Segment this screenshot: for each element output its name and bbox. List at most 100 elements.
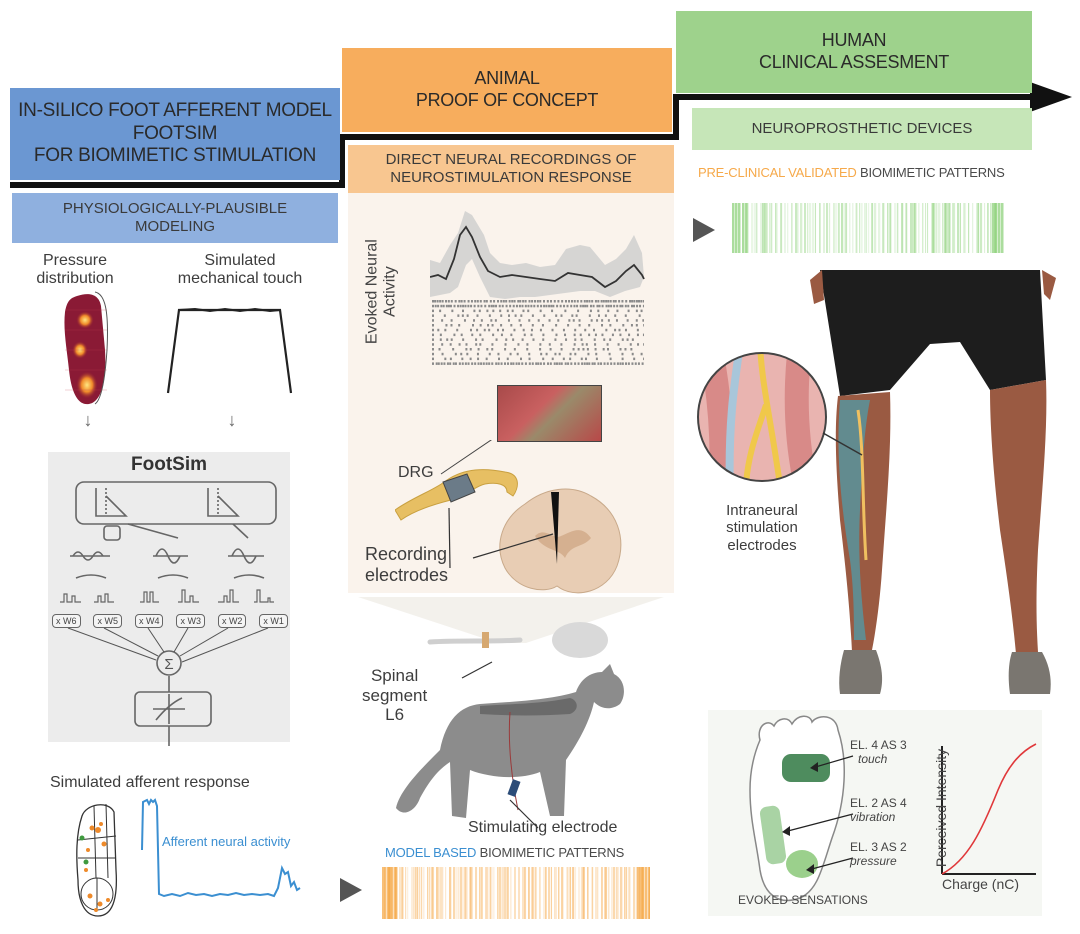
raster-spike xyxy=(603,362,606,365)
pattern-pulse xyxy=(567,867,569,919)
pattern-pulse xyxy=(405,867,407,919)
raster-spike xyxy=(512,338,515,341)
raster-spike xyxy=(605,328,608,332)
raster-spike xyxy=(630,304,633,308)
raster-spike xyxy=(616,304,619,308)
pattern-pulse xyxy=(1001,203,1004,253)
raster-spike xyxy=(633,300,636,303)
animal-title-line: PROOF OF CONCEPT xyxy=(415,90,599,110)
pattern-pulse xyxy=(978,203,980,253)
pattern-pulse xyxy=(497,867,499,919)
raster-spike xyxy=(579,304,582,308)
raster-spike xyxy=(631,352,634,356)
raster-spike xyxy=(450,319,453,322)
raster-spike xyxy=(465,343,468,346)
raster-spike xyxy=(621,362,624,365)
pattern-pulse xyxy=(637,867,640,919)
sensation-type: vibration xyxy=(850,810,896,825)
raster-spike xyxy=(432,343,434,346)
raster-spike xyxy=(491,324,494,327)
pattern-pulse xyxy=(490,867,492,919)
human-legs-illustration xyxy=(810,270,1056,694)
raster-spike xyxy=(461,357,464,361)
raster-spike xyxy=(487,324,490,327)
pattern-pulse xyxy=(878,203,881,253)
raster-spike xyxy=(638,314,641,317)
raster-spike xyxy=(545,352,548,356)
pattern-pulse xyxy=(882,203,885,253)
raster-spike xyxy=(637,343,640,346)
raster-spike xyxy=(625,362,628,365)
raster-spike xyxy=(456,328,459,332)
raster-spike xyxy=(605,300,608,303)
raster-spike xyxy=(483,328,486,332)
raster-spike xyxy=(551,357,554,361)
raster-spike xyxy=(432,328,434,332)
sensation-vibration-label: EL. 2 AS 4 vibration xyxy=(850,796,907,825)
sensation-touch-label: EL. 4 AS 3 touch xyxy=(850,738,907,767)
raster-spike xyxy=(439,338,442,341)
raster-spike xyxy=(582,348,585,351)
pattern-pulse xyxy=(543,867,546,919)
pattern-pulse xyxy=(419,867,421,919)
raster-spike xyxy=(502,328,505,332)
raster-spike xyxy=(537,362,540,365)
raster-spike xyxy=(507,362,510,365)
intraneural-electrodes-label: Intraneural stimulation electrodes xyxy=(707,502,817,554)
label-line: Simulated xyxy=(204,252,276,269)
pattern-pulse xyxy=(889,203,892,253)
pattern-pulse xyxy=(887,203,889,253)
raster-spike xyxy=(570,304,573,308)
pattern-pulse xyxy=(524,867,527,919)
raster-spike xyxy=(624,348,627,351)
mechanical-touch-label: Simulated mechanical touch xyxy=(155,252,325,289)
raster-spike xyxy=(528,352,531,356)
insilico-subtitle-line: PHYSIOLOGICALLY-PLAUSIBLE xyxy=(62,200,288,217)
raster-spike xyxy=(458,362,461,365)
raster-spike xyxy=(643,357,644,361)
raster-spike xyxy=(616,309,619,313)
raster-spike xyxy=(491,343,494,346)
pattern-pulse xyxy=(845,203,847,253)
raster-spike xyxy=(449,357,452,361)
raster-spike xyxy=(643,324,644,327)
electrode-id: EL. 4 AS 3 xyxy=(850,738,907,752)
pattern-pulse xyxy=(829,203,831,253)
pattern-pulse xyxy=(456,867,458,919)
pattern-pulse xyxy=(442,867,444,919)
raster-spike xyxy=(482,362,485,365)
raster-spike xyxy=(524,304,527,308)
raster-spike xyxy=(583,300,586,303)
raster-spike xyxy=(545,304,548,308)
raster-spike xyxy=(483,300,486,303)
pattern-pulse xyxy=(436,867,438,919)
raster-spike xyxy=(479,343,482,346)
raster-spike xyxy=(464,304,467,308)
human-stage-title: HUMAN CLINICAL ASSESMENT xyxy=(676,11,1032,93)
raster-spike xyxy=(533,304,536,308)
raster-spike xyxy=(592,328,595,332)
raster-spike xyxy=(586,304,589,308)
afferent-foot-map xyxy=(76,803,118,917)
raster-spike xyxy=(459,304,462,308)
raster-spike xyxy=(543,314,546,317)
raster-spike xyxy=(550,304,553,308)
raster-spike xyxy=(553,362,556,365)
pattern-pulse xyxy=(485,867,487,919)
weight-row: x W6 x W5 x W4 x W3 x W2 x W1 xyxy=(52,614,288,628)
pattern-pulse xyxy=(947,203,949,253)
raster-spike xyxy=(562,357,565,361)
pattern-pulse xyxy=(781,203,783,253)
pattern-pulse xyxy=(566,867,568,919)
raster-spike xyxy=(480,304,483,308)
pattern-pulse xyxy=(472,867,474,919)
raster-spike xyxy=(601,304,604,308)
pattern-pulse xyxy=(745,203,748,253)
raster-spike xyxy=(485,362,488,365)
pattern-pulse xyxy=(742,203,745,253)
raster-spike xyxy=(513,348,516,351)
pattern-pulse xyxy=(946,203,948,253)
pattern-pulse xyxy=(548,867,550,919)
raster-spike xyxy=(481,338,484,341)
pattern-pulse xyxy=(932,203,934,253)
